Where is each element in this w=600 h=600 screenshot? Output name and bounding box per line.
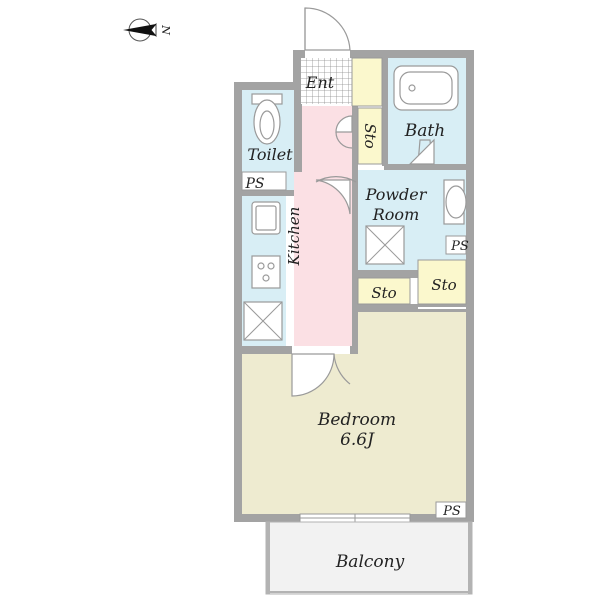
storage-entry [357,107,383,165]
corridor-kitchen [294,106,357,346]
storage-right-label: Sto [431,276,456,294]
ps-bedroom-label: PS [442,504,461,519]
ps-left-label: PS [244,176,264,192]
toilet-label: Toilet [247,145,293,164]
north-arrow-icon [123,18,157,42]
bath-door [408,138,435,165]
bedroom-size-label: 6.6J [340,430,375,450]
kitchen-counter [242,196,286,346]
storage-left-label: Sto [371,284,396,302]
north-label: N [159,24,172,35]
entrance-area [301,7,383,107]
entrance-label: Ent [305,73,335,92]
ps-right [445,235,467,255]
bedroom-label: Bedroom [317,410,396,430]
storage-right [417,259,467,305]
balcony-label: Balcony [335,552,405,572]
kitchen-label: Kitchen [285,207,303,267]
bedroom-windows [299,513,411,523]
storage-entry-label: Sto [361,123,379,148]
powder-room-label-line1: Powder [365,185,428,204]
ps-left [241,171,287,191]
bath-label: Bath [404,121,445,141]
bath-room [388,58,466,165]
powder-room-label-line2: Room [372,205,419,224]
storage-left [357,277,411,305]
ps-bedroom [435,501,467,519]
ps-right-label: PS [450,239,469,254]
balcony [265,521,473,595]
bedroom [242,307,466,514]
